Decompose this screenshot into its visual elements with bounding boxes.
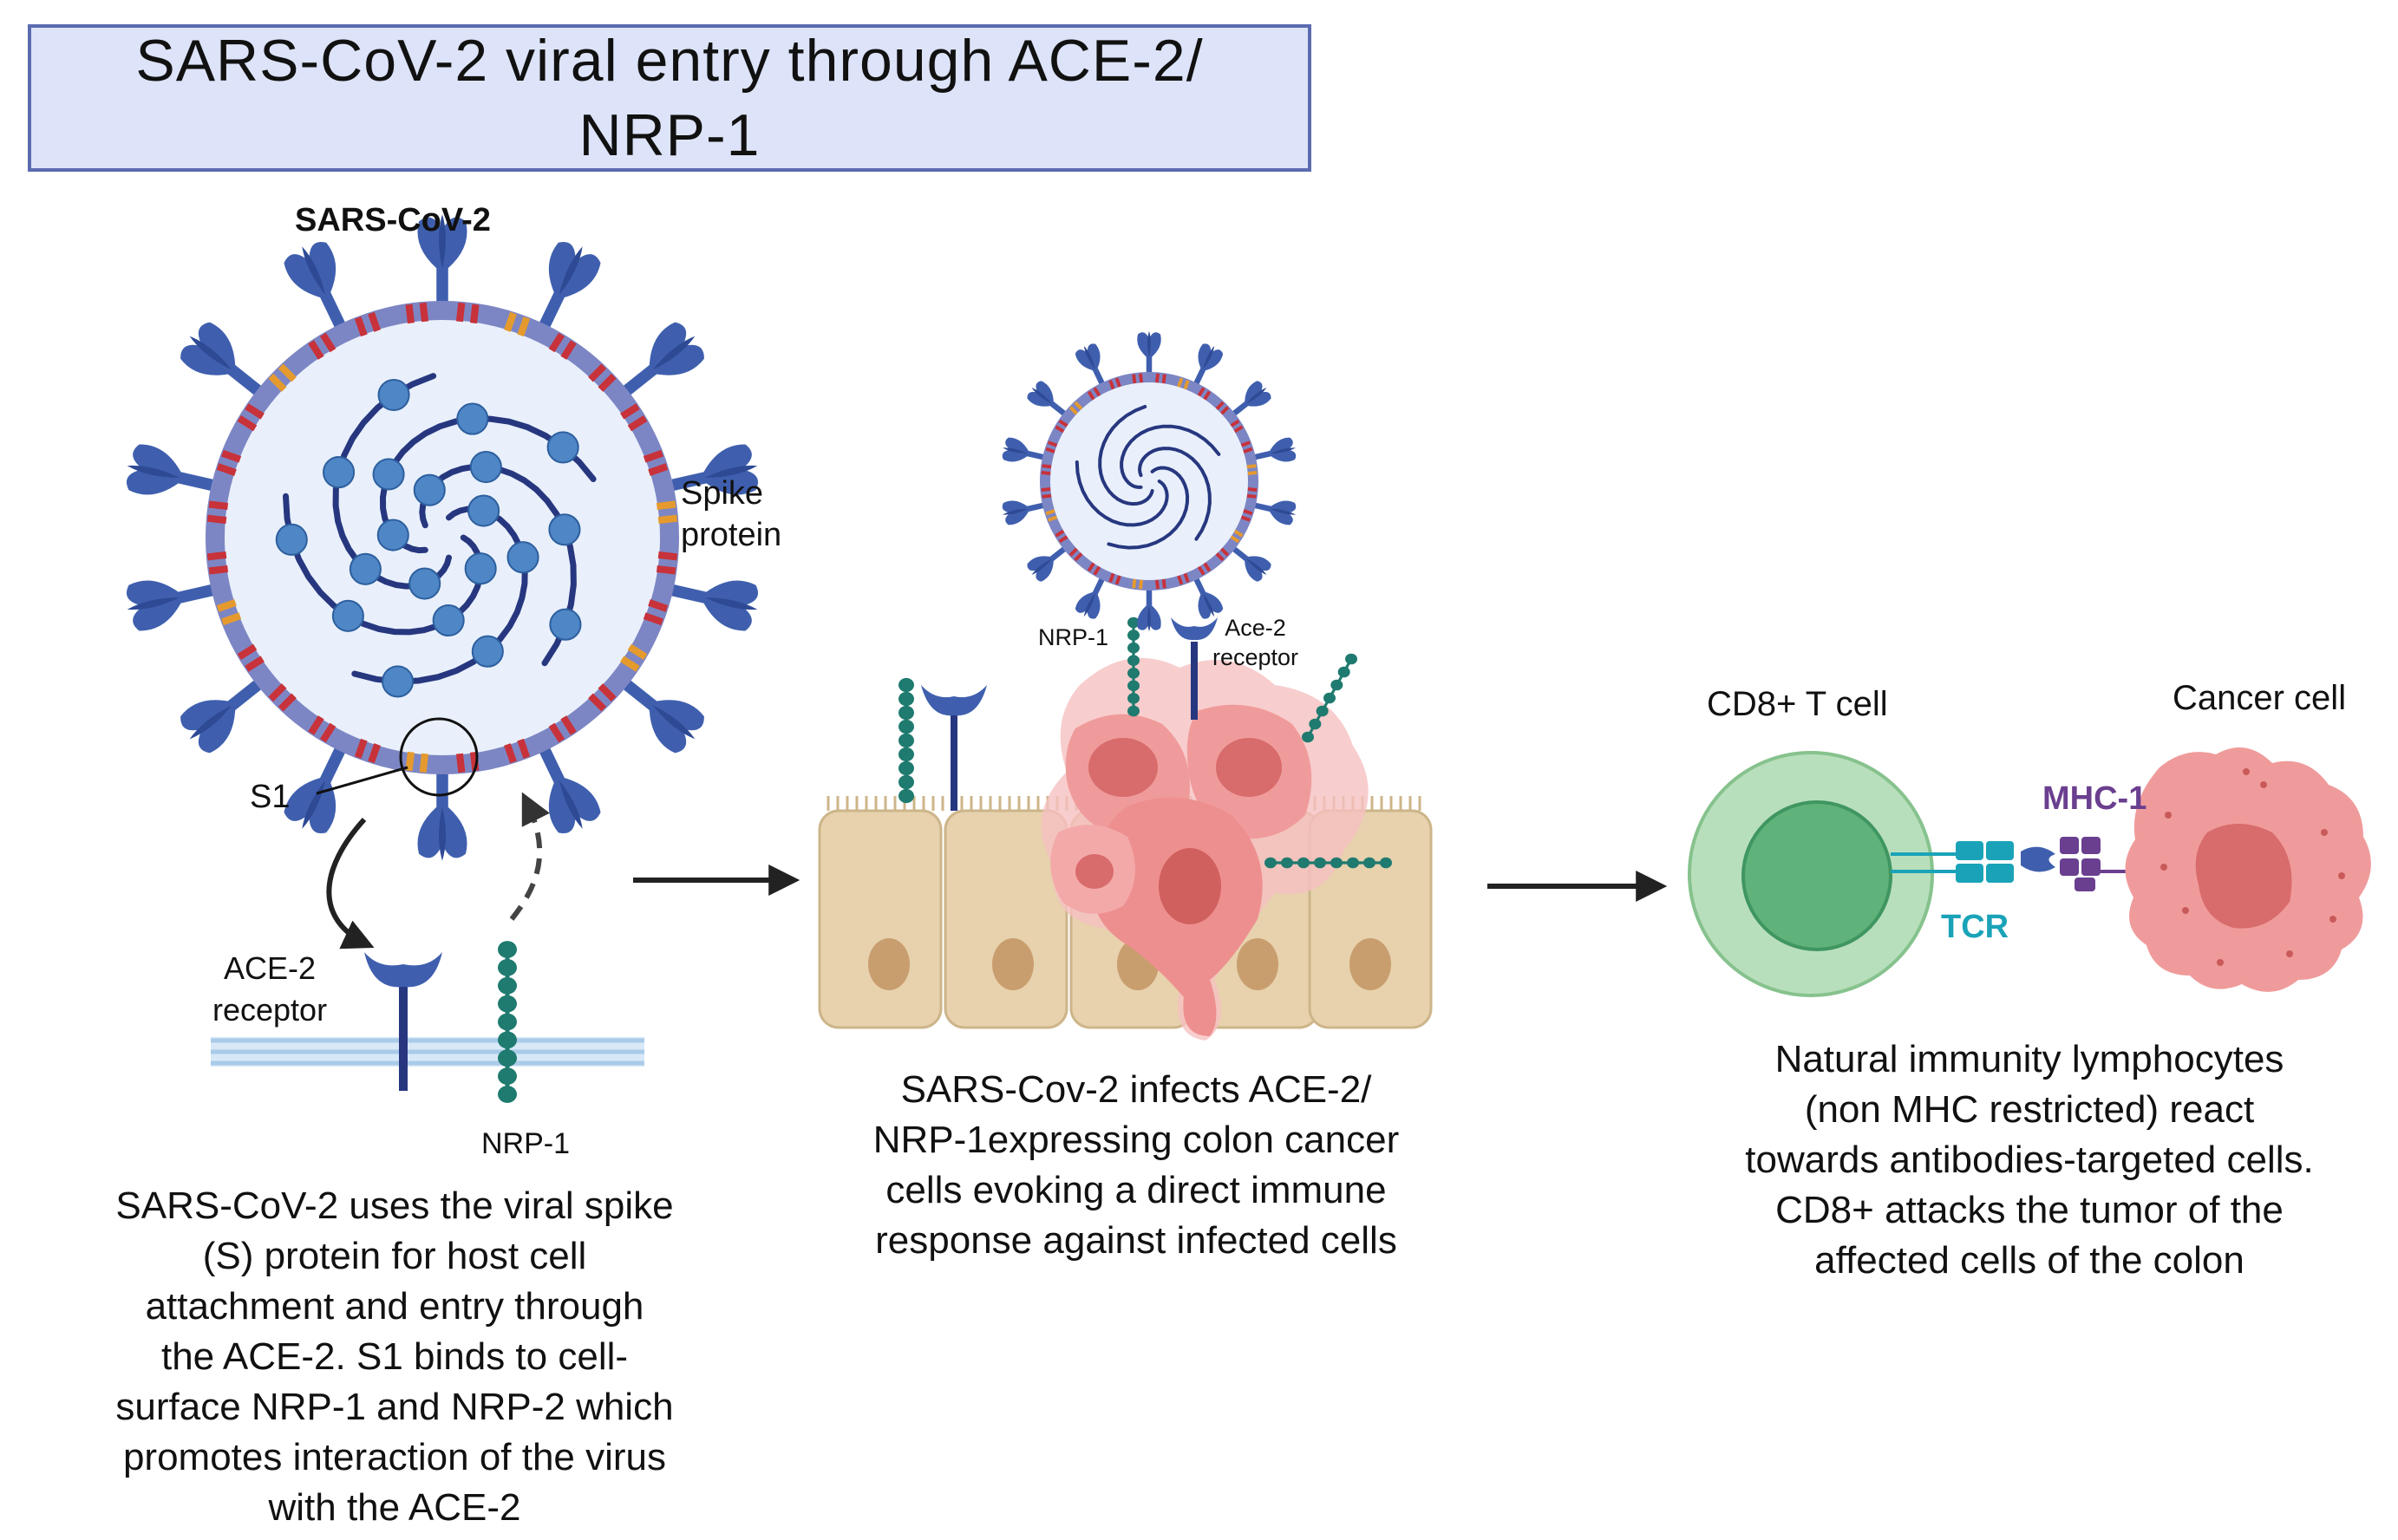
nrp1-receptor-epithelium-icon [898, 677, 914, 804]
caption-panel3-line: CD8+ attacks the tumor of the [1775, 1189, 2284, 1231]
ace2-label: ACE-2 receptor [212, 948, 327, 1031]
ace2-label-line1: ACE-2 [224, 950, 317, 986]
virus-large [126, 214, 759, 861]
ace2-receptor-epithelium-icon [921, 685, 987, 811]
nrp1-receptor-cancer-icon [1127, 617, 1140, 717]
viral-rna [275, 373, 597, 698]
caption-panel1-line: (S) protein for host cell [202, 1235, 587, 1277]
spike-label-line1: Spike [681, 475, 764, 512]
ace2-receptor-icon [364, 952, 442, 1091]
tcr-mhc-interaction [1891, 837, 2164, 891]
cancer-cell [2125, 747, 2371, 992]
caption-panel2-line: response against infected cells [875, 1219, 1397, 1262]
caption-panel2-line: cells evoking a direct immune [885, 1169, 1387, 1211]
cd8-t-cell [1688, 751, 1934, 997]
nrp1-receptor-diagonal-icon [1302, 653, 1357, 743]
membrane-proteins [206, 302, 678, 773]
page-title: SARS-CoV-2 viral entry through ACE-2/ NR… [135, 28, 1204, 168]
caption-panel3-line: towards antibodies-targeted cells. [1745, 1139, 2314, 1181]
caption-panel1-line: attachment and entry through [145, 1285, 644, 1328]
caption-panel3-line: Natural immunity lymphocytes [1774, 1038, 2284, 1080]
caption-panel2: SARS-Cov-2 infects ACE-2/ NRP-1expressin… [833, 1065, 1440, 1266]
caption-panel2-line: SARS-Cov-2 infects ACE-2/ [900, 1068, 1372, 1111]
viral-envelope [206, 301, 679, 774]
nrp1-receptor-icon [498, 941, 517, 1103]
caption-panel3: Natural immunity lymphocytes (non MHC re… [1674, 1034, 2385, 1286]
caption-panel1-line: promotes interaction of the virus [122, 1436, 667, 1478]
caption-panel1-line: SARS-CoV-2 uses the viral spike [115, 1184, 674, 1227]
virus-small [1002, 330, 1297, 632]
cell-membrane [211, 1037, 644, 1067]
s1-highlight-circle [399, 717, 479, 797]
nrp1-receptor-horizontal-icon [1264, 857, 1392, 869]
spike-label-line2: protein [681, 517, 782, 553]
caption-panel1-line: with the ACE-2 [268, 1486, 521, 1529]
nrp1-label-panel2: NRP-1 [1038, 624, 1109, 650]
title-box: SARS-CoV-2 viral entry through ACE-2/ NR… [28, 24, 1311, 172]
s1-label: S1 [250, 779, 291, 815]
caption-panel1-line: the ACE-2. S1 binds to cell- [160, 1335, 629, 1378]
ace2-receptor-cancer-icon [1171, 617, 1218, 720]
cancer-cell-label: Cancer cell [2173, 679, 2347, 717]
caption-panel1: SARS-CoV-2 uses the viral spike (S) prot… [52, 1181, 737, 1533]
s1-pointer-line [316, 766, 408, 795]
nrp1-label: NRP-1 [481, 1127, 571, 1160]
dashed-return-arrow [509, 792, 550, 921]
caption-panel1-line: surface NRP-1 and NRP-2 which [115, 1386, 674, 1428]
binding-arrow [326, 817, 375, 949]
ace2-label-panel2-line2: receptor [1212, 644, 1299, 670]
ace2-label-line2: receptor [212, 992, 328, 1028]
spike-label: Spike protein [681, 473, 781, 556]
infected-cancer-cells [1041, 657, 1369, 1041]
virus-label: SARS-CoV-2 [295, 202, 491, 238]
mhc-label: MHC-1 [2042, 780, 2147, 817]
ace2-label-panel2: Ace-2 receptor [1212, 613, 1298, 672]
tcell-label: CD8+ T cell [1707, 685, 1888, 723]
ace2-label-panel2-line1: Ace-2 [1225, 615, 1286, 641]
caption-panel3-line: affected cells of the colon [1814, 1239, 2244, 1282]
caption-panel3-line: (non MHC restricted) react [1804, 1088, 2255, 1131]
caption-panel2-line: NRP-1expressing colon cancer [872, 1119, 1400, 1161]
tcr-label: TCR [1941, 909, 2009, 945]
